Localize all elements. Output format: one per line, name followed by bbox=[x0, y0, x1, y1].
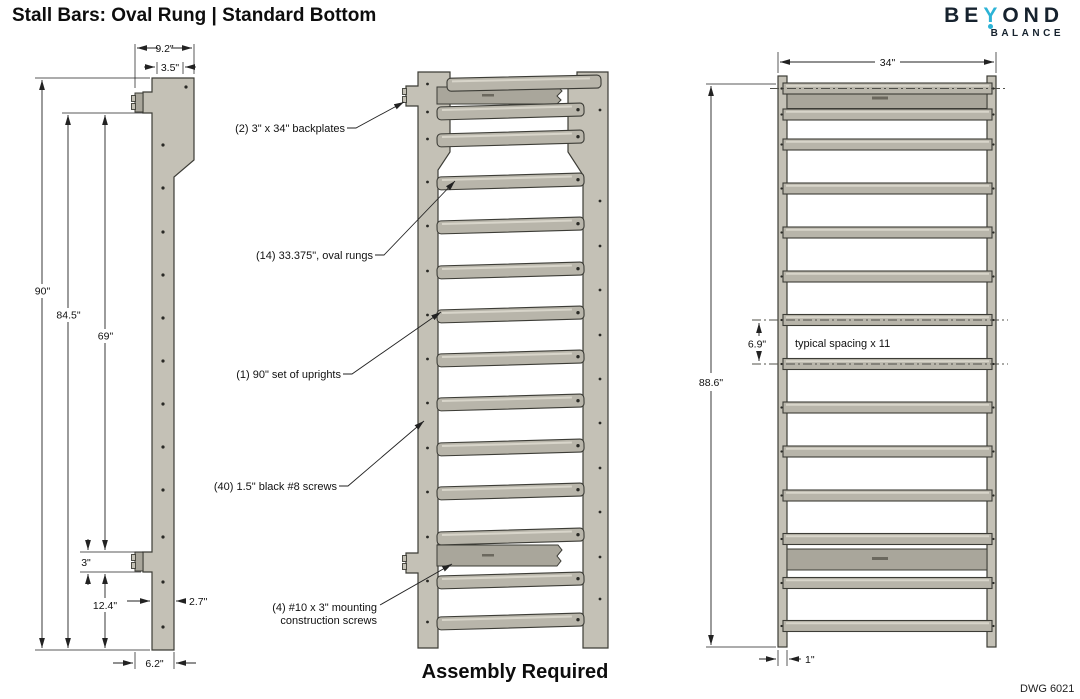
iso-mount-screw-4 bbox=[402, 563, 407, 570]
iso-annotations: (2) 3" x 34" backplates (14) 33.375", ov… bbox=[214, 101, 456, 627]
front-view: 34" 88.6" 6.9" typical spacing x 11 1" bbox=[699, 52, 1008, 666]
callout-backplates: (2) 3" x 34" backplates bbox=[235, 123, 345, 135]
logo-subtitle: BALANCE bbox=[990, 28, 1064, 39]
side-backplate-top bbox=[134, 92, 144, 113]
side-view: 9.2" 3.5" 90" 84.5" 69" bbox=[35, 43, 208, 670]
side-screw-top-1 bbox=[131, 95, 136, 102]
front-screw-dots bbox=[780, 87, 995, 628]
dim-plank-depth: 2.7" bbox=[189, 596, 208, 608]
leader-rungs bbox=[375, 180, 456, 256]
leader-backplates bbox=[347, 101, 405, 129]
callout-rungs: (14) 33.375", oval rungs bbox=[256, 250, 374, 262]
iso-mount-screw-3 bbox=[402, 555, 407, 562]
dim-height: 88.6" bbox=[699, 377, 723, 389]
callout-mounting-line1: (4) #10 x 3" mounting bbox=[272, 602, 377, 614]
callout-screws: (40) 1.5" black #8 screws bbox=[214, 481, 338, 493]
logo-wordmark: BEYOND bbox=[944, 4, 1064, 29]
iso-top-rung bbox=[446, 74, 602, 92]
dim-bottom-offset: 12.4" bbox=[93, 600, 117, 612]
assembly-note: Assembly Required bbox=[421, 661, 609, 683]
side-upright-profile bbox=[142, 77, 195, 651]
backplate-marking bbox=[482, 94, 494, 97]
dim-height-inner: 69" bbox=[98, 331, 114, 343]
leader-uprights bbox=[343, 311, 442, 375]
leader-mounting bbox=[379, 563, 453, 606]
leader-screws bbox=[339, 420, 425, 487]
dim-width-top: 9.2" bbox=[155, 43, 174, 55]
callout-mounting-line2: construction screws bbox=[280, 615, 377, 627]
dim-bottom-depth: 6.2" bbox=[145, 658, 164, 670]
callout-uprights: (1) 90" set of uprights bbox=[236, 369, 341, 381]
drawing-number: DWG 6021 bbox=[1020, 683, 1075, 695]
dim-width: 34" bbox=[880, 57, 896, 69]
dim-height-total: 90" bbox=[35, 286, 51, 298]
front-centerlines bbox=[752, 88, 1008, 365]
backplate-marking bbox=[872, 557, 888, 560]
logo-word-end: OND bbox=[1002, 4, 1064, 27]
side-screw-top-2 bbox=[131, 103, 136, 110]
side-screw-holes bbox=[161, 85, 188, 629]
backplate-marking bbox=[482, 554, 494, 557]
logo-word-start: BE bbox=[944, 4, 984, 27]
page-title: Stall Bars: Oval Rung | Standard Bottom bbox=[12, 5, 377, 26]
dim-rung-spacing: 6.9" bbox=[748, 339, 767, 351]
dim-height-upper: 84.5" bbox=[56, 310, 80, 322]
backplate-marking bbox=[872, 96, 888, 100]
front-view-dimensions: 34" 88.6" 6.9" typical spacing x 11 1" bbox=[699, 52, 997, 666]
iso-view: (2) 3" x 34" backplates (14) 33.375", ov… bbox=[214, 71, 609, 649]
side-screw-bottom-2 bbox=[131, 562, 136, 569]
side-backplate-bottom bbox=[134, 551, 144, 572]
iso-screw-holes bbox=[426, 82, 602, 624]
dim-depth-top: 3.5" bbox=[161, 62, 180, 74]
iso-mount-screw-1 bbox=[402, 88, 407, 95]
spacing-note: typical spacing x 11 bbox=[795, 338, 890, 350]
logo-dot-icon bbox=[988, 24, 994, 29]
iso-mount-screw-2 bbox=[402, 96, 407, 103]
logo-word-accent: Y bbox=[983, 4, 1003, 27]
dim-backplate-height: 3" bbox=[81, 557, 91, 569]
dim-upright-width: 1" bbox=[805, 654, 815, 666]
iso-backplate-bottom bbox=[436, 544, 563, 567]
company-logo: BEYOND BALANCE bbox=[944, 4, 1064, 40]
side-view-dimensions: 9.2" 3.5" 90" 84.5" 69" bbox=[35, 43, 208, 670]
side-screw-bottom-1 bbox=[131, 554, 136, 561]
